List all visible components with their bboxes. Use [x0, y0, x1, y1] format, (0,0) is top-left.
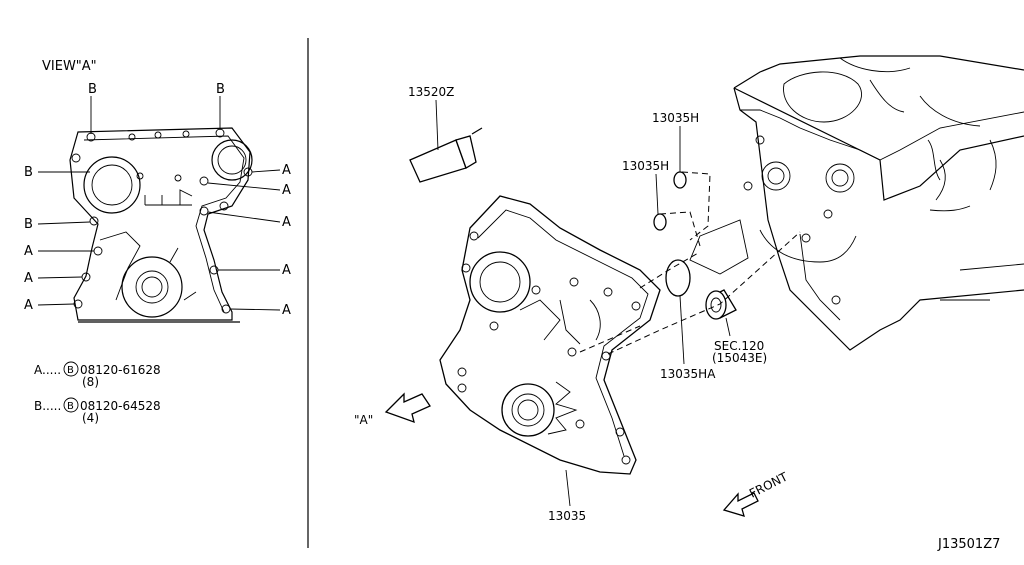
bolt-label-a-right-3: A [282, 215, 291, 230]
bolt-label-a-left-3: A [24, 298, 33, 313]
legend-a-prefix: A..... [34, 363, 61, 377]
bolt-label-a-right-2: A [282, 183, 291, 198]
view-a-arrow-label: "A" [354, 413, 373, 427]
bolt-label-b-top-right: B [216, 82, 225, 97]
front-label: FRONT [747, 469, 790, 500]
leader-sec [725, 317, 731, 337]
leader-13035ha [679, 295, 685, 365]
bolt-label-a-right-1: A [282, 163, 291, 178]
view-a-leaders [37, 96, 281, 311]
legend-b-part: 08120-64528 [80, 399, 161, 413]
bolt-symbol-icon [63, 361, 79, 377]
bolt-label-a-right-4: A [282, 263, 291, 278]
front-arrow-icon [722, 492, 759, 517]
bolt-label-a-left-1: A [24, 244, 33, 259]
bolt-legend: A..... B 08120-61628 (8) B..... B 08120-… [34, 361, 161, 425]
legend-b-prefix: B..... [34, 399, 61, 413]
diagram-code: J13501Z7 [937, 537, 1000, 552]
bolt-label-b-lower: B [24, 217, 33, 232]
bolt-symbol-letter: B [67, 401, 74, 412]
view-a-cover-outline [69, 127, 253, 323]
part-label-13035h-upper: 13035H [652, 111, 699, 125]
engine-block [689, 55, 1024, 351]
part-label-13520z: 13520Z [408, 85, 454, 99]
alignment-lines [579, 171, 801, 355]
front-cover-13035 [439, 195, 661, 475]
leader-13035 [565, 469, 571, 507]
oring-lower-icon [653, 213, 667, 231]
legend-a-qty: (8) [82, 375, 99, 389]
view-a-title: VIEW"A" [42, 59, 97, 74]
bolt-label-a-left-2: A [24, 271, 33, 286]
leader-13035h-lower [655, 173, 659, 215]
part-label-sec: SEC.120 [714, 339, 764, 353]
part-label-sec-sub: (15043E) [712, 351, 767, 365]
oring-large-icon [665, 259, 691, 297]
bolt-label-a-right-5: A [282, 303, 291, 318]
part-label-13035ha: 13035HA [660, 367, 716, 381]
legend-a-part: 08120-61628 [80, 363, 161, 377]
bolt-symbol-icon [63, 397, 79, 413]
part-label-13035h-lower: 13035H [622, 159, 669, 173]
seal-cylinder-icon [705, 289, 737, 320]
oring-upper-icon [673, 171, 687, 189]
bolt-symbol-letter: B [67, 365, 74, 376]
bolt-label-b-upper: B [24, 165, 33, 180]
view-a-arrow-icon [384, 392, 431, 424]
bolt-label-b-top-left: B [88, 82, 97, 97]
part-label-13035: 13035 [548, 509, 586, 523]
legend-b-qty: (4) [82, 411, 99, 425]
sealant-tube-icon [409, 99, 483, 183]
